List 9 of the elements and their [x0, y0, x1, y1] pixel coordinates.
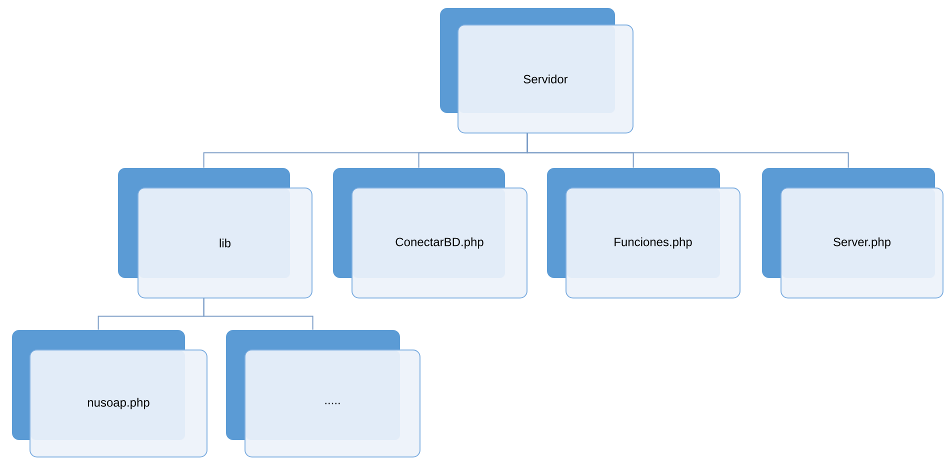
stacked-box: nusoap.php [12, 330, 208, 458]
stacked-box: Funciones.php [547, 168, 740, 298]
stacked-box: ConectarBD.php [333, 168, 528, 298]
connector [526, 132, 849, 168]
stacked-box: Server.php [762, 168, 944, 298]
stacked-box: Servidor [440, 8, 634, 134]
connector [203, 298, 314, 330]
stacked-box: lib [118, 168, 312, 298]
stacked-box: ..... [226, 330, 420, 458]
